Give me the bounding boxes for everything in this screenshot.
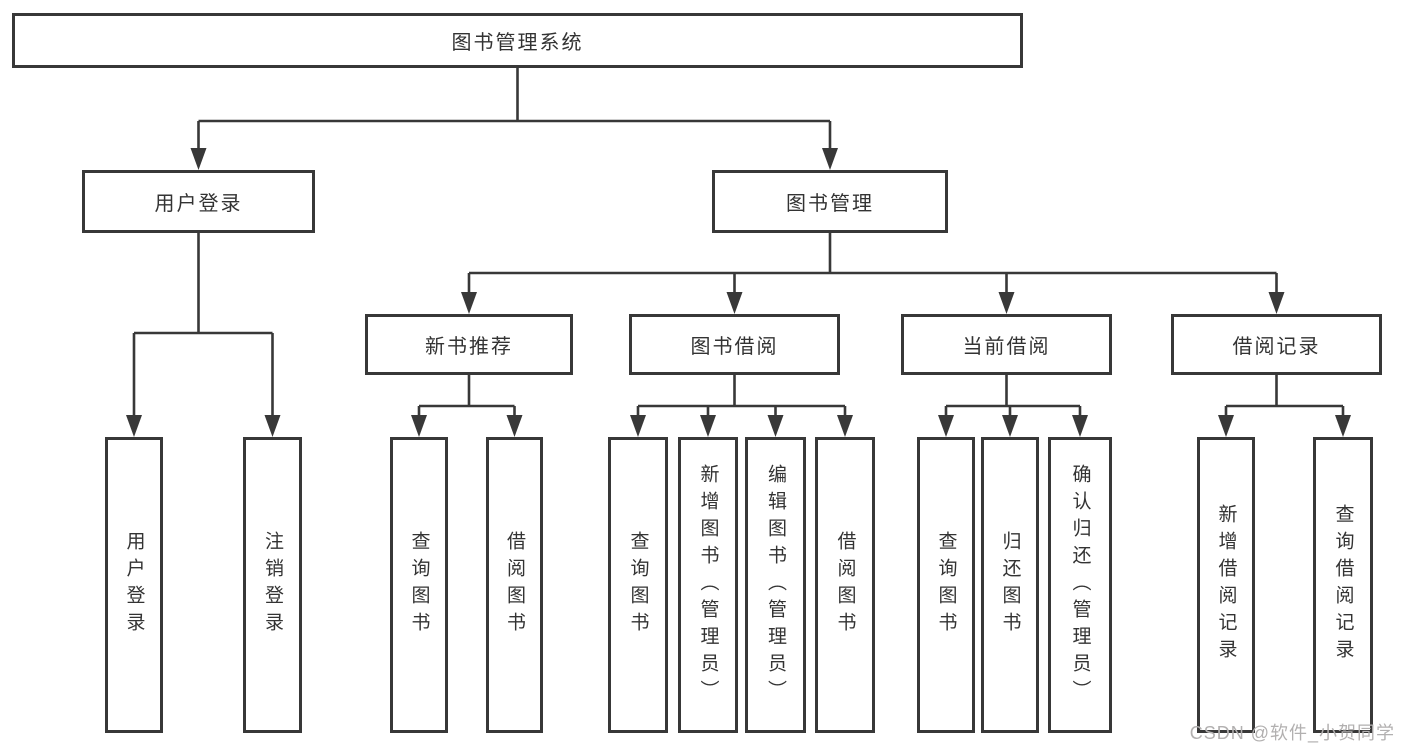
node-add-borrow-record: 新增借阅记录 bbox=[1197, 437, 1255, 733]
node-new-book-recommendation: 新书推荐 bbox=[365, 314, 573, 375]
node-book-borrowing: 图书借阅 bbox=[629, 314, 840, 375]
node-borrow-books-leaf: 借阅图书 bbox=[815, 437, 875, 733]
csdn-watermark: CSDN @软件_小贺同学 bbox=[1189, 723, 1395, 743]
node-confirm-return-admin: 确认归还（管理员） bbox=[1048, 437, 1112, 733]
node-logout: 注销登录 bbox=[243, 437, 302, 733]
node-user-login: 用户登录 bbox=[82, 170, 315, 233]
node-query-books-recommend: 查询图书 bbox=[390, 437, 448, 733]
node-query-books-current: 查询图书 bbox=[917, 437, 975, 733]
node-book-management: 图书管理 bbox=[712, 170, 948, 233]
node-current-borrowing: 当前借阅 bbox=[901, 314, 1112, 375]
node-book-management-system: 图书管理系统 bbox=[12, 13, 1023, 68]
node-query-borrow-record: 查询借阅记录 bbox=[1313, 437, 1373, 733]
node-query-books-borrowing: 查询图书 bbox=[608, 437, 668, 733]
node-add-books-admin: 新增图书（管理员） bbox=[678, 437, 738, 733]
node-edit-books-admin: 编辑图书（管理员） bbox=[745, 437, 806, 733]
node-borrow-books-recommend: 借阅图书 bbox=[486, 437, 543, 733]
node-borrowing-records: 借阅记录 bbox=[1171, 314, 1382, 375]
node-return-books: 归还图书 bbox=[981, 437, 1039, 733]
node-user-login-leaf: 用户登录 bbox=[105, 437, 163, 733]
